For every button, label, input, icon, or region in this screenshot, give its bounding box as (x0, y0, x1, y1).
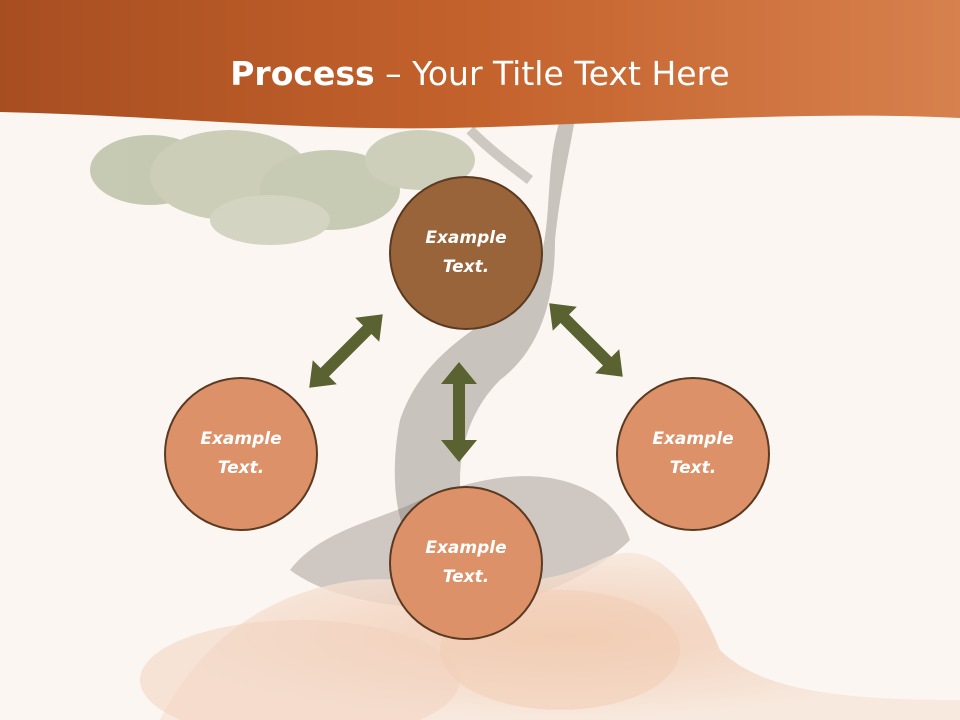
node-top-label: Example Text. (411, 224, 521, 282)
title-bold: Process (230, 54, 375, 93)
node-left[interactable]: Example Text. (164, 377, 318, 531)
node-bottom-line1: Example (425, 538, 507, 558)
header-band (0, 0, 960, 129)
arrow-top-right (549, 303, 623, 377)
node-bottom-label: Example Text. (411, 534, 521, 592)
title-rest: – Your Title Text Here (374, 54, 730, 93)
node-bottom[interactable]: Example Text. (389, 486, 543, 640)
node-top-line1: Example (425, 228, 507, 248)
tree-foliage (90, 130, 475, 245)
slide-title: Process – Your Title Text Here (0, 52, 960, 96)
node-left-line2: Text. (217, 458, 265, 478)
node-right-label: Example Text. (638, 425, 748, 483)
arrow-top-left (309, 314, 383, 388)
node-right-line2: Text. (669, 458, 717, 478)
tree-trunk (394, 118, 575, 540)
node-right-line1: Example (652, 429, 734, 449)
arrow-vertical (441, 362, 477, 462)
node-top[interactable]: Example Text. (389, 176, 543, 330)
node-bottom-line2: Text. (442, 567, 490, 587)
node-right[interactable]: Example Text. (616, 377, 770, 531)
node-left-line1: Example (200, 429, 282, 449)
node-top-line2: Text. (442, 257, 490, 277)
node-left-label: Example Text. (186, 425, 296, 483)
